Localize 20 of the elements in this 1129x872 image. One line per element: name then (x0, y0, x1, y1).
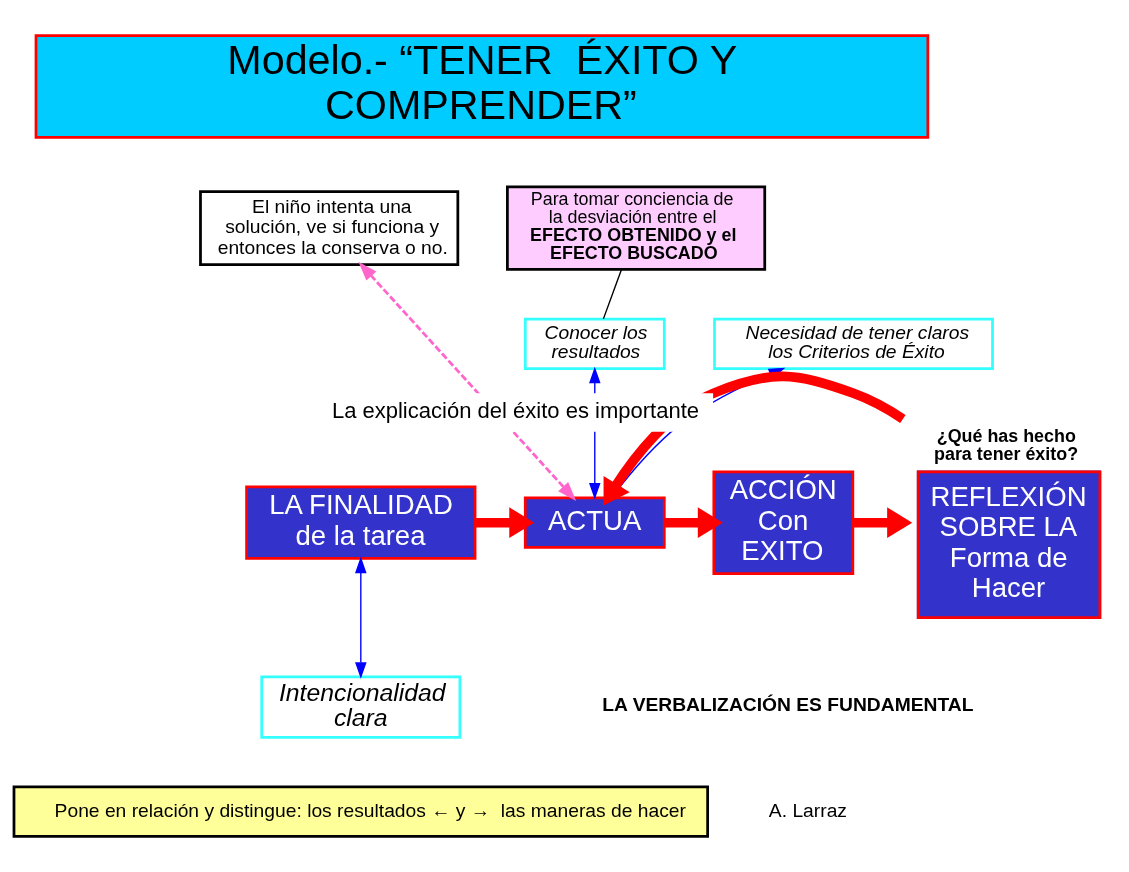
arrow (355, 556, 367, 679)
node-box: Modelo.- “TENER ÉXITO Y COMPRENDER” (34, 34, 930, 139)
arrow (358, 261, 577, 501)
node-box: Intencionalidad clara (260, 675, 462, 739)
arrow (664, 507, 723, 539)
node-box: ACCIÓN Con EXITO (712, 470, 855, 575)
node-box: Necesidad de tener claros los Criterios de Éxito (713, 317, 994, 370)
node-box: Pone en relación y distingue: los resultados ← y → las maneras de hacer (12, 785, 709, 838)
label: A. Larraz (768, 799, 847, 821)
connector (602, 268, 623, 320)
node-box: Para tomar conciencia de la desviación entre el EFECTO OBTENIDO y el EFECTO BUSCADO (506, 185, 767, 271)
node-box: Conocer los resultados (523, 317, 666, 370)
node-box: LA FINALIDAD de la tarea (245, 485, 477, 560)
arrow (853, 507, 913, 539)
node-box: El niño intenta una solución, ve si funciona y entonces la conserva o no. (199, 190, 460, 267)
arrow (475, 507, 535, 539)
edge-label: La explicación del éxito es importante (331, 397, 700, 423)
node-box: ACTUA (523, 496, 666, 549)
label: LA VERBALIZACIÓN ES FUNDAMENTAL (602, 693, 974, 715)
node-label: ¿Qué has hecho para tener éxito? (934, 426, 1079, 464)
